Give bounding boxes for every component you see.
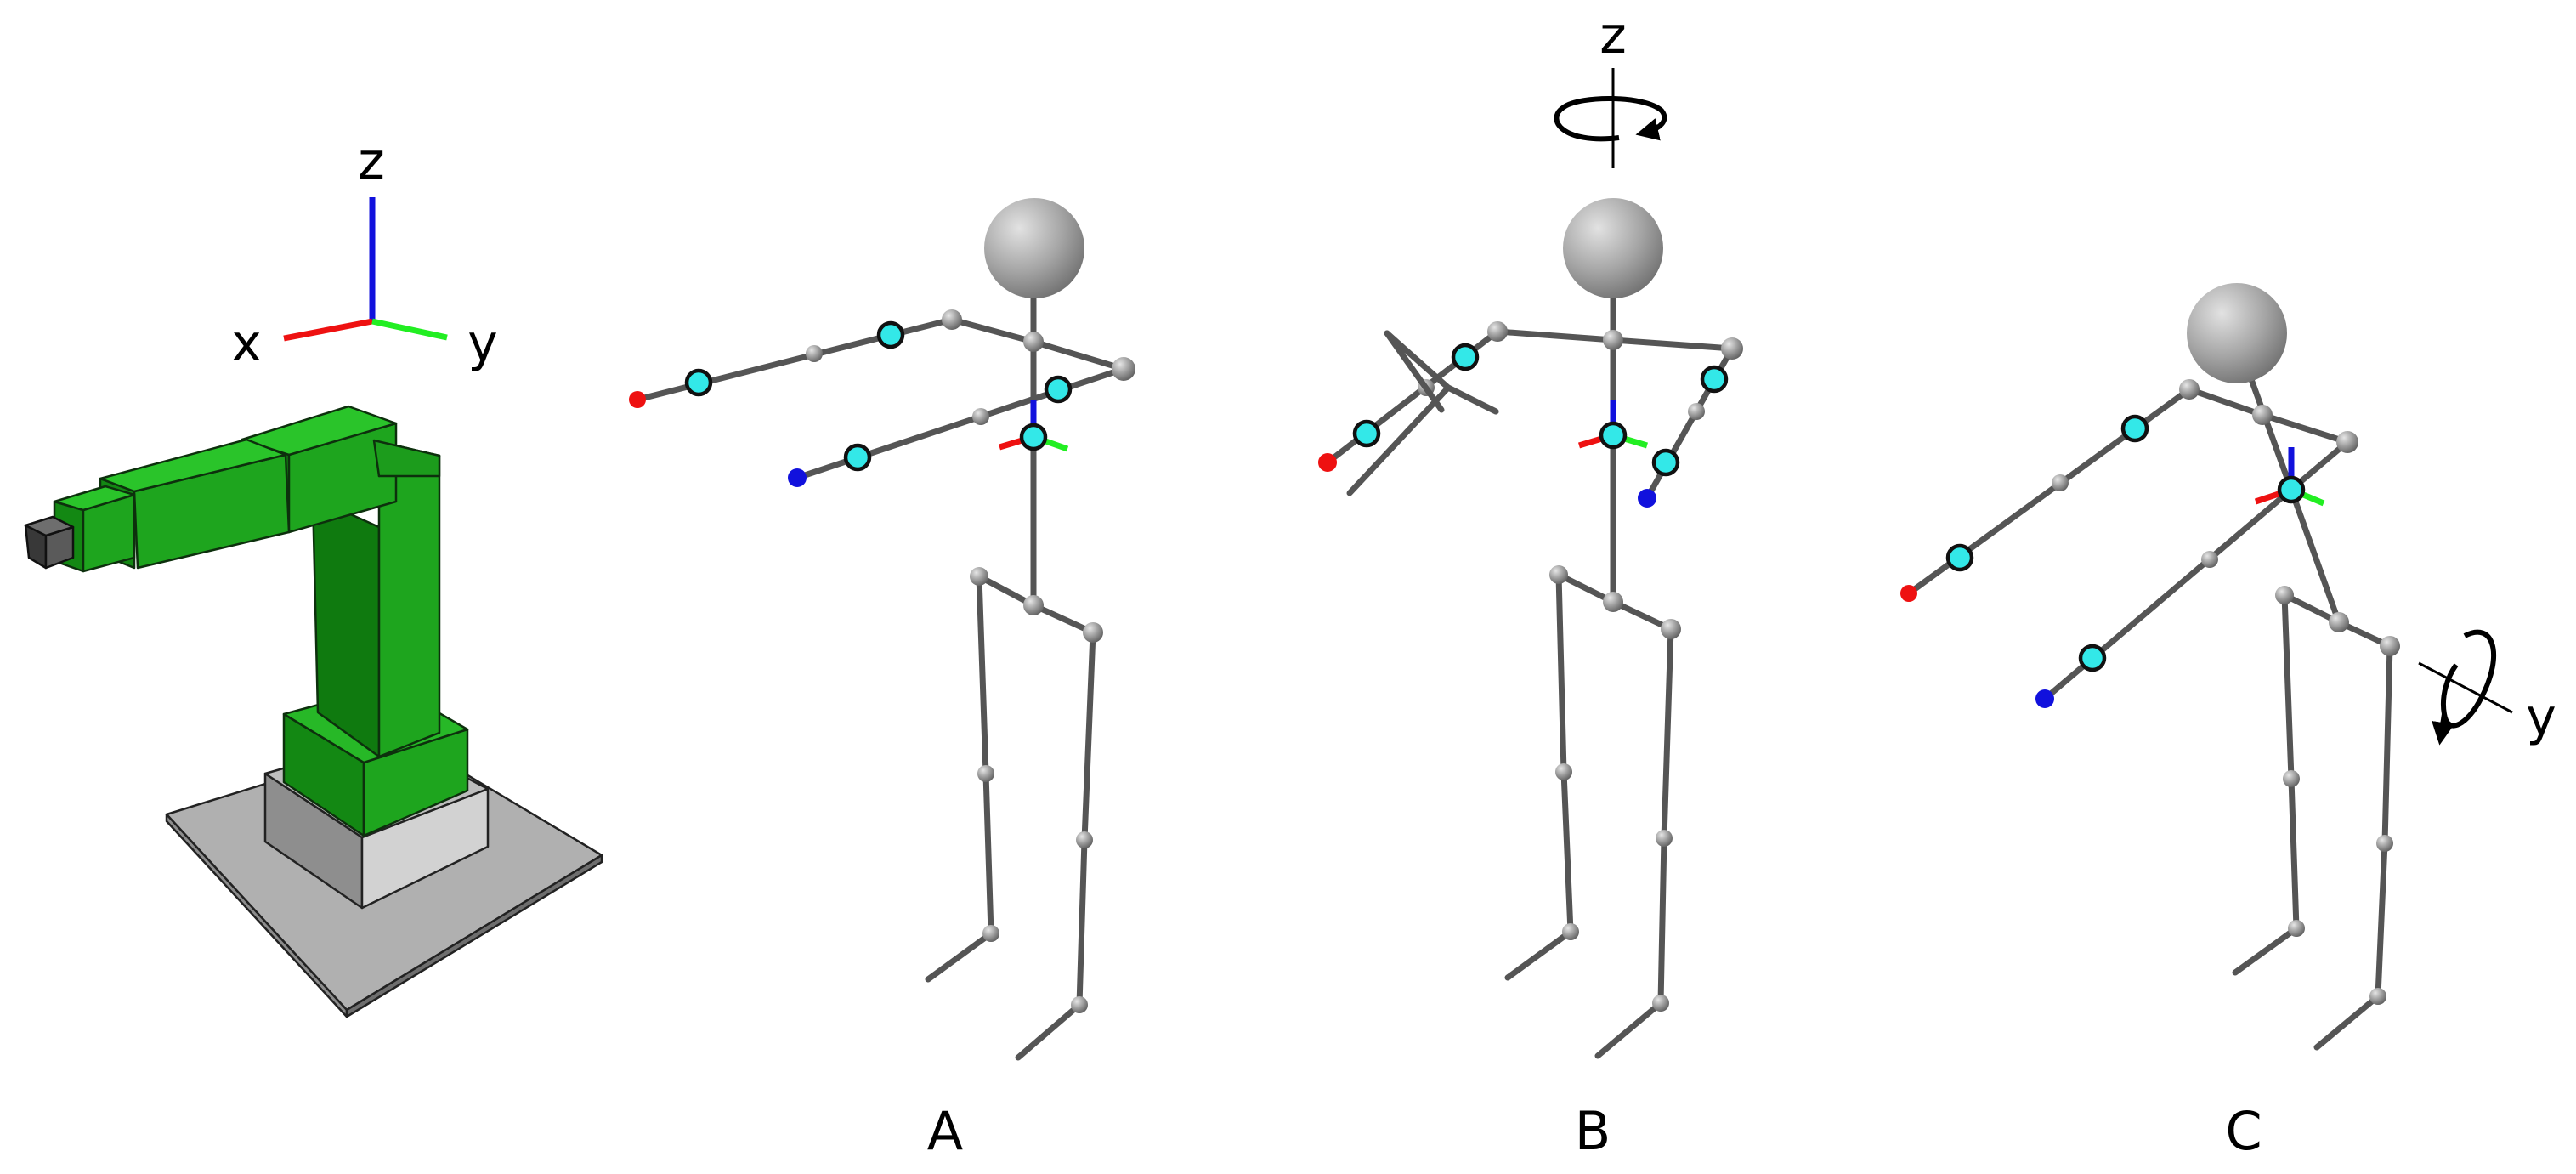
z-axis-label: z [358, 132, 385, 191]
robot-axes: z x y [231, 132, 498, 373]
tracking-markers [684, 320, 1073, 472]
panel-label-a: A [927, 1100, 963, 1162]
y-rotation-indicator: y [2418, 629, 2556, 747]
skeleton-bones-main [1905, 332, 2393, 1051]
right-hand-end-red [1900, 585, 1917, 602]
robot-gripper [24, 515, 75, 570]
panel-label-c: C [2225, 1100, 2262, 1162]
left-hand-end-blue [1638, 489, 1656, 508]
y-rotation-label: y [2526, 688, 2556, 747]
head [2187, 283, 2287, 383]
tracking-markers [1945, 414, 2306, 672]
rotation-arrow-icon [1554, 96, 1667, 142]
panel-c-skeleton: y [1346, 283, 2556, 1051]
panel-b-skeleton: z [1318, 6, 1743, 1059]
z-rotation-label: z [1599, 6, 1627, 65]
x-axis-line [283, 318, 373, 342]
left-hand-end-blue [788, 468, 807, 487]
right-hand-end-red [1318, 453, 1337, 472]
skeleton-bones [634, 245, 1127, 1061]
panel-label-b: B [1575, 1100, 1611, 1162]
head [984, 198, 1084, 298]
panel-a-skeleton [629, 198, 1135, 1061]
rotation-arrow-icon [2441, 629, 2496, 729]
z-rotation-indicator: z [1554, 6, 1667, 168]
skeleton-joints [806, 309, 1135, 1013]
y-axis-label: y [467, 314, 498, 373]
tracking-markers [1352, 343, 1729, 477]
y-axis-line [371, 318, 448, 341]
robot-arm-illustration: z x y [24, 132, 603, 1018]
left-hand-end-blue [2035, 689, 2054, 708]
skeleton-joints [1418, 321, 1743, 1012]
skeleton-joints [2052, 379, 2400, 1005]
right-hand-end-red [629, 391, 646, 408]
head [1563, 198, 1663, 298]
skeleton-bones [1346, 330, 1499, 496]
x-axis-label: x [231, 314, 262, 373]
skeleton-bones [1324, 245, 1735, 1059]
robot-column [311, 439, 441, 758]
